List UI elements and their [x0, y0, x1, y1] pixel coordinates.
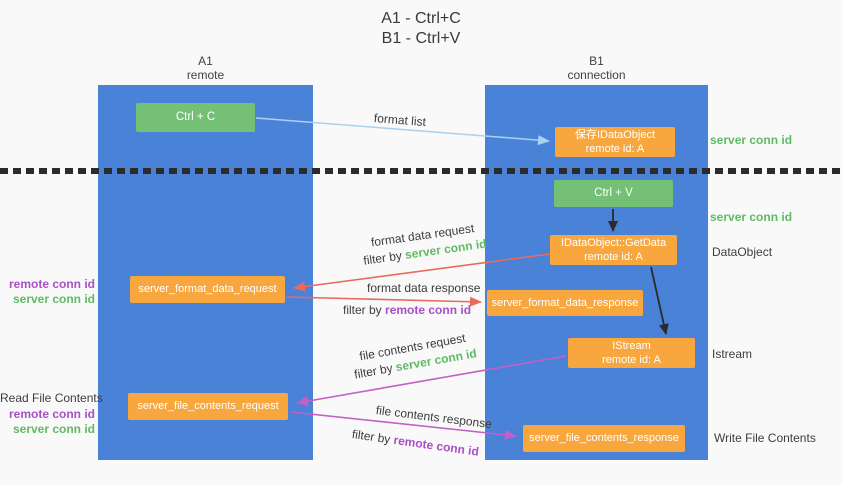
file-contents-response-label: file contents response [375, 403, 493, 432]
server-format-data-response-box: server_format_data_response [487, 290, 643, 316]
istream-line2: remote id: A [602, 354, 661, 366]
server-format-data-response-label: server_format_data_response [491, 297, 639, 309]
title-line-2: B1 - Ctrl+V [381, 30, 461, 47]
format-data-request-label: format data request filter by server con… [360, 219, 488, 270]
server-file-contents-request-label: server_file_contents_request [137, 400, 279, 412]
lane-b1-name: B1 [589, 54, 604, 68]
title-line-1: A1 - Ctrl+C [381, 10, 461, 27]
left-read-file-contents-label: Read File Contents [0, 391, 103, 405]
getdata-box: IDataObject::GetData remote id: A [550, 235, 677, 265]
ctrl-c-box: Ctrl + C [136, 103, 255, 132]
right-dataobject-label: DataObject [712, 245, 773, 259]
server-file-contents-response-box: server_file_contents_response [523, 425, 685, 452]
lane-header-a1: A1 remote [98, 54, 313, 82]
left-conn-id-group-1: remote conn id server conn id [0, 277, 95, 307]
save-dataobject-line1: 保存IDataObject [574, 129, 656, 141]
server-format-data-request-label: server_format_data_request [138, 283, 277, 295]
save-dataobject-line2: remote id: A [585, 143, 645, 155]
lane-header-b1: B1 connection [485, 54, 708, 82]
right-istream-label: Istream [712, 347, 753, 361]
diagram-title: A1 - Ctrl+C B1 - Ctrl+V [0, 9, 842, 49]
right-server-conn-id-top: server conn id [710, 133, 793, 147]
left-remote-conn-id-2: remote conn id [8, 407, 95, 421]
ctrl-v-box: Ctrl + V [554, 180, 673, 207]
format-data-response-arrow [286, 296, 482, 307]
left-remote-conn-id-1: remote conn id [8, 277, 95, 291]
left-conn-id-group-2: remote conn id server conn id [0, 407, 95, 437]
ctrl-c-label: Ctrl + C [175, 111, 216, 123]
lane-a1-name: A1 [198, 54, 213, 68]
format-list-label: format list [373, 111, 427, 130]
server-format-data-request-box: server_format_data_request [130, 276, 285, 303]
server-file-contents-response-label: server_file_contents_response [529, 432, 679, 444]
lane-b1-role: connection [567, 68, 626, 82]
istream-box: IStream remote id: A [568, 338, 695, 368]
save-dataobject-box: 保存IDataObject remote id: A [555, 127, 675, 157]
copy-paste-divider-line [0, 168, 842, 174]
left-server-conn-id-2: server conn id [12, 422, 95, 436]
server-file-contents-request-box: server_file_contents_request [128, 393, 288, 420]
right-server-conn-id-mid: server conn id [710, 210, 793, 224]
left-server-conn-id-1: server conn id [12, 292, 95, 306]
right-write-file-contents-label: Write File Contents [714, 431, 816, 445]
getdata-line1: IDataObject::GetData [560, 237, 667, 249]
format-data-response-label: format data response [367, 281, 481, 295]
format-data-response-filter: filter by remote conn id [343, 303, 472, 317]
istream-line1: IStream [612, 340, 651, 352]
getdata-line2: remote id: A [584, 251, 643, 263]
file-contents-request-label: file contents request filter by server c… [350, 328, 478, 383]
ctrl-v-label: Ctrl + V [594, 187, 633, 199]
lane-a1-role: remote [186, 68, 225, 82]
file-contents-response-filter: filter by remote conn id [351, 427, 480, 459]
